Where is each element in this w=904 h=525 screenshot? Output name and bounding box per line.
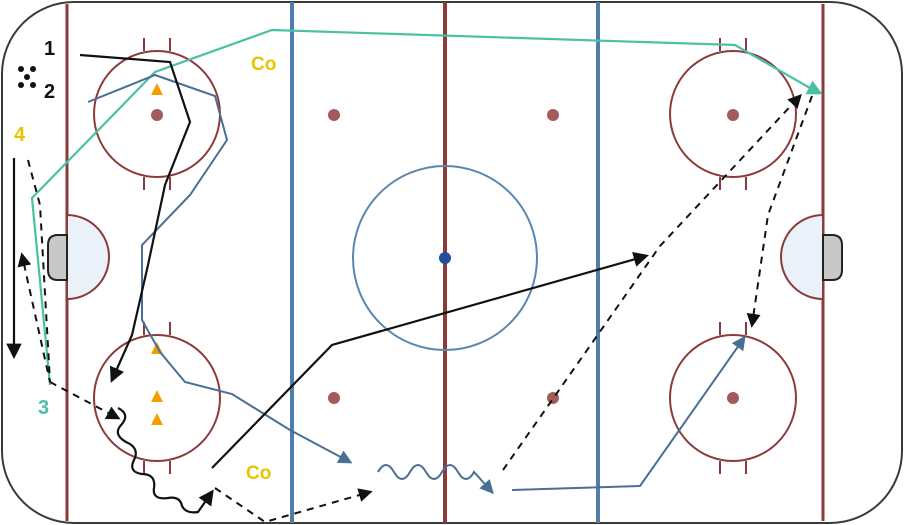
teal-skate-path	[30, 28, 823, 386]
crease-left	[66, 213, 110, 301]
blue-stickhandle-path	[377, 464, 494, 495]
dashed-pass-4-up	[17, 159, 51, 383]
neutral-dot-left-top	[328, 109, 340, 121]
neutral-dot-left-bottom	[328, 392, 340, 404]
neutral-dot-right-top	[547, 109, 559, 121]
puck-pile-icon	[18, 66, 36, 88]
faceoff-circle-left-bottom	[93, 322, 221, 474]
faceoff-dot-right-top	[727, 109, 739, 121]
net-left	[47, 234, 68, 281]
dashed-pass-return	[746, 95, 813, 328]
faceoff-dot-left-top	[151, 109, 163, 121]
cone-icon	[151, 413, 163, 425]
blue-skate-path-1	[87, 73, 353, 464]
cone-icon	[151, 390, 163, 402]
center-faceoff-dot	[439, 252, 451, 264]
cone-icon	[151, 83, 163, 95]
dashed-pass-low	[214, 487, 373, 524]
blue-skate-path-2	[511, 335, 746, 491]
center-circle	[352, 165, 538, 351]
player-2-label: 2	[44, 81, 55, 103]
player-4-label: 4	[14, 124, 26, 146]
black-stickhandle-path	[116, 407, 214, 514]
black-skate-path-2	[211, 251, 649, 469]
player-1-label: 1	[44, 38, 55, 60]
coach-bottom-label: Co	[246, 463, 271, 484]
faceoff-dot-right-bottom	[727, 392, 739, 404]
coach-top-label: Co	[251, 54, 276, 75]
black-skate-path-1	[79, 53, 192, 383]
player-3-label: 3	[38, 397, 49, 419]
net-right	[822, 234, 843, 281]
dashed-pass-cross	[502, 93, 802, 471]
crease-right	[780, 213, 824, 301]
faceoff-circle-right-bottom	[669, 322, 797, 474]
